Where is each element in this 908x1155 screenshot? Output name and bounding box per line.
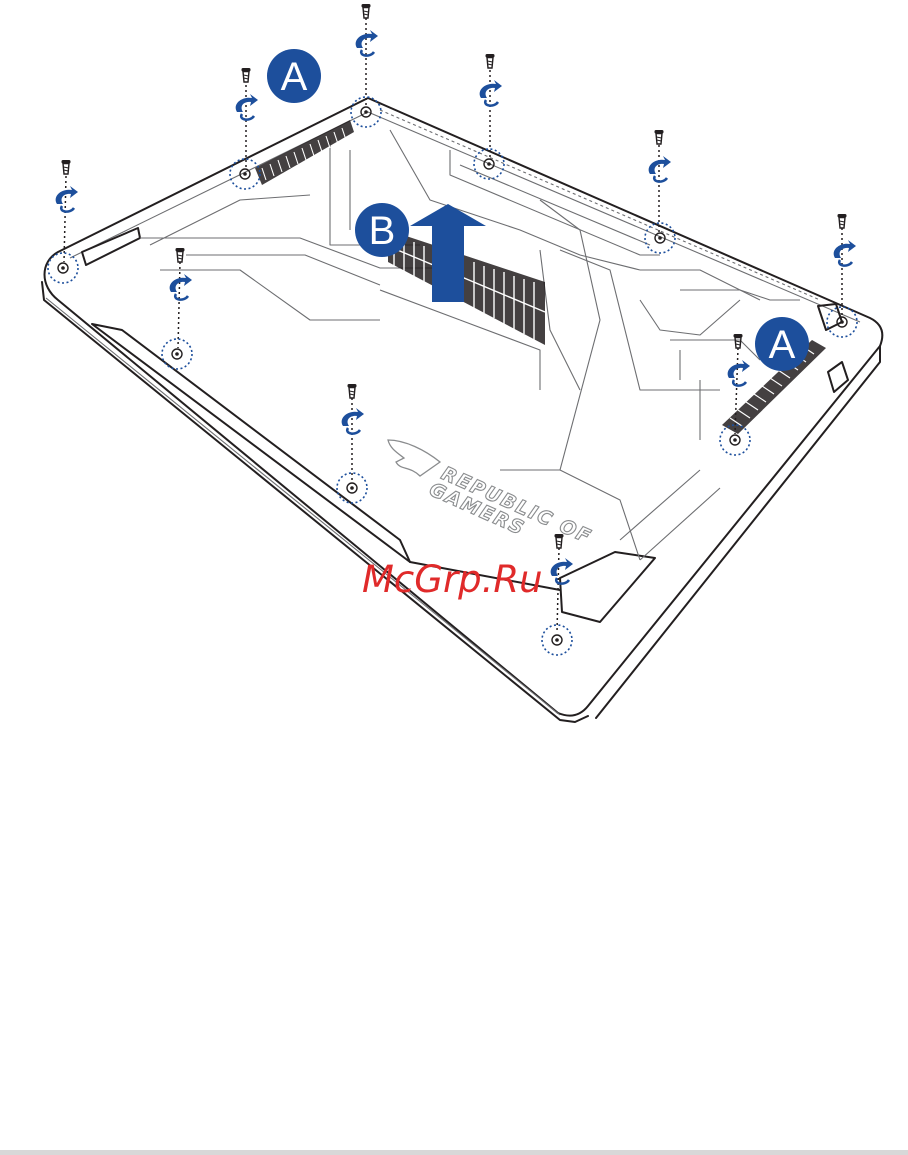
screw-hole-highlight — [48, 253, 78, 283]
screw-top-center[interactable] — [351, 4, 381, 127]
screwdriver-rotate-icon — [480, 80, 502, 106]
screw-hole-highlight — [827, 307, 857, 337]
screwdriver-rotate-icon — [342, 408, 364, 434]
screw-icon — [362, 4, 371, 18]
vent-grille-center — [388, 230, 545, 345]
screw-guides — [64, 18, 842, 632]
screw-hole-highlight — [337, 473, 367, 503]
screw-icon — [348, 384, 357, 398]
screw-hole-highlight — [230, 159, 260, 189]
screwdriver-rotate-icon — [56, 186, 78, 212]
screwdriver-rotate-icon — [834, 240, 856, 266]
callout-a-top-label: A — [281, 55, 308, 99]
screwdriver-rotate-icon — [551, 558, 573, 584]
screwdriver-rotate-icon — [728, 360, 750, 386]
screw-icon — [555, 534, 564, 548]
watermark-text: McGrp.Ru — [362, 558, 543, 601]
screw-icon — [838, 214, 847, 228]
page-footer-rule — [0, 1150, 908, 1155]
screw-icon — [176, 248, 185, 262]
screw-hole-highlight — [645, 223, 675, 253]
screw-icon — [486, 54, 495, 68]
screwdriver-rotate-icon — [170, 274, 192, 300]
screw-top-mid[interactable] — [474, 54, 504, 179]
rog-eye-logo-icon — [388, 440, 440, 476]
screw-mid-left[interactable] — [162, 248, 192, 369]
screw-icon — [734, 334, 743, 348]
screw-icon — [62, 160, 71, 174]
screw-far-left[interactable] — [48, 160, 78, 283]
callout-a-right-label: A — [769, 323, 796, 367]
screw-icon — [655, 130, 664, 144]
screw-top-right[interactable] — [645, 130, 675, 253]
callout-a-right: A — [755, 317, 809, 371]
callout-a-top: A — [267, 49, 321, 103]
screwdriver-rotate-icon — [356, 30, 378, 56]
screw-right-vent[interactable] — [720, 334, 750, 455]
screw-top-left[interactable] — [230, 68, 260, 189]
screwdriver-rotate-icon — [649, 156, 671, 182]
callout-b-label: B — [369, 209, 396, 253]
screw-icon — [242, 68, 251, 82]
screw-hole-highlight — [474, 149, 504, 179]
screwdriver-rotate-icon — [236, 94, 258, 120]
screw-hole-highlight — [351, 97, 381, 127]
